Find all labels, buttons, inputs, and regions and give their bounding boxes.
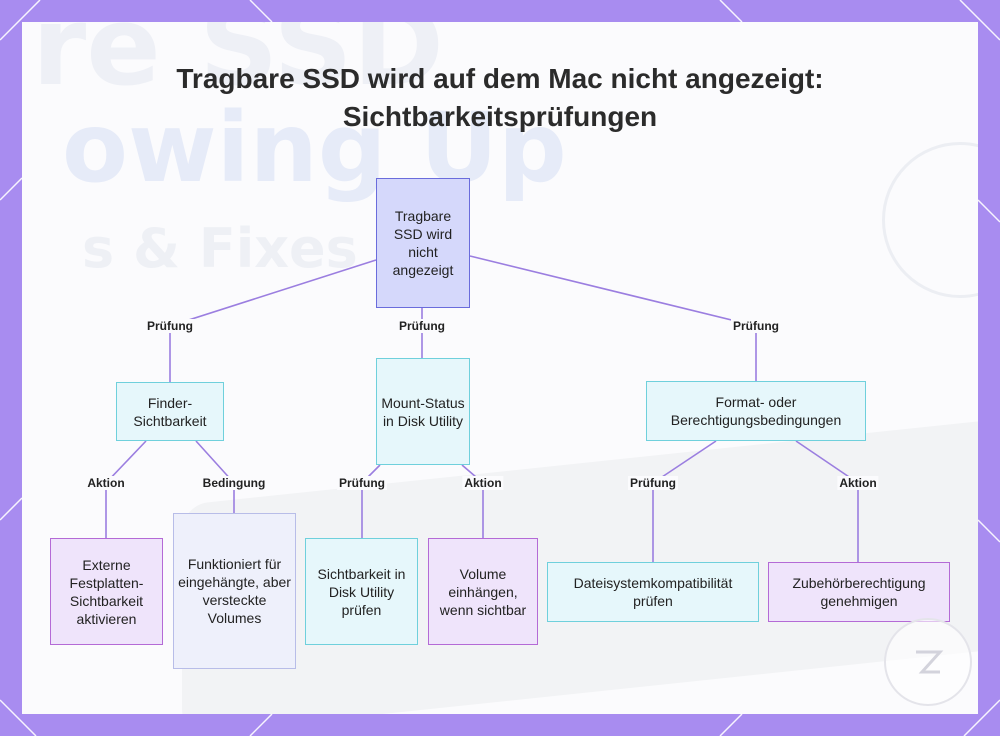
edge-root-finder [169,259,377,382]
node-enable-external: Externe Festplatten-Sichtbarkeit aktivie… [50,538,163,645]
edge-label-root-mount: Prüfung [397,319,447,333]
edge-label-format-fs: Prüfung [628,476,678,490]
edge-root-format [469,255,757,381]
node-format-permissions: Format- oder Berechtigungsbedingungen [646,381,866,441]
node-mount-volume: Volume einhängen, wenn sichtbar [428,538,538,645]
node-finder-visibility: Finder-Sichtbarkeit [116,382,224,441]
node-accessory-permission: Zubehörberechtigung genehmigen [768,562,950,622]
edge-format-fs [652,440,717,562]
node-check-visibility: Sichtbarkeit in Disk Utility prüfen [305,538,418,645]
watermark-logo-glyph [916,650,944,674]
edge-label-finder-enable: Aktion [85,476,127,490]
edge-label-root-format: Prüfung [731,319,781,333]
edge-format-accessory [795,440,859,562]
diagram-title: Tragbare SSD wird auf dem Mac nicht ange… [176,63,824,132]
node-mounted-hidden: Funktioniert für eingehängte, aber verst… [173,513,296,669]
edge-label-root-finder: Prüfung [145,319,195,333]
background-text-1: re SSD [32,22,444,110]
background-text-3: s & Fixes [82,217,358,280]
node-mount-status: Mount-Status in Disk Utility [376,358,470,465]
logo-icon [884,618,972,706]
node-root: Tragbare SSD wird nicht angezeigt [376,178,470,308]
edge-label-format-accessory: Aktion [837,476,879,490]
node-fs-compat: Dateisystemkompatibilität prüfen [547,562,759,622]
edge-label-finder-hidden: Bedingung [200,476,268,490]
background-text-2: owing Up [62,92,567,204]
edge-label-mount-check: Prüfung [337,476,387,490]
edge-label-mount-volume: Aktion [462,476,504,490]
